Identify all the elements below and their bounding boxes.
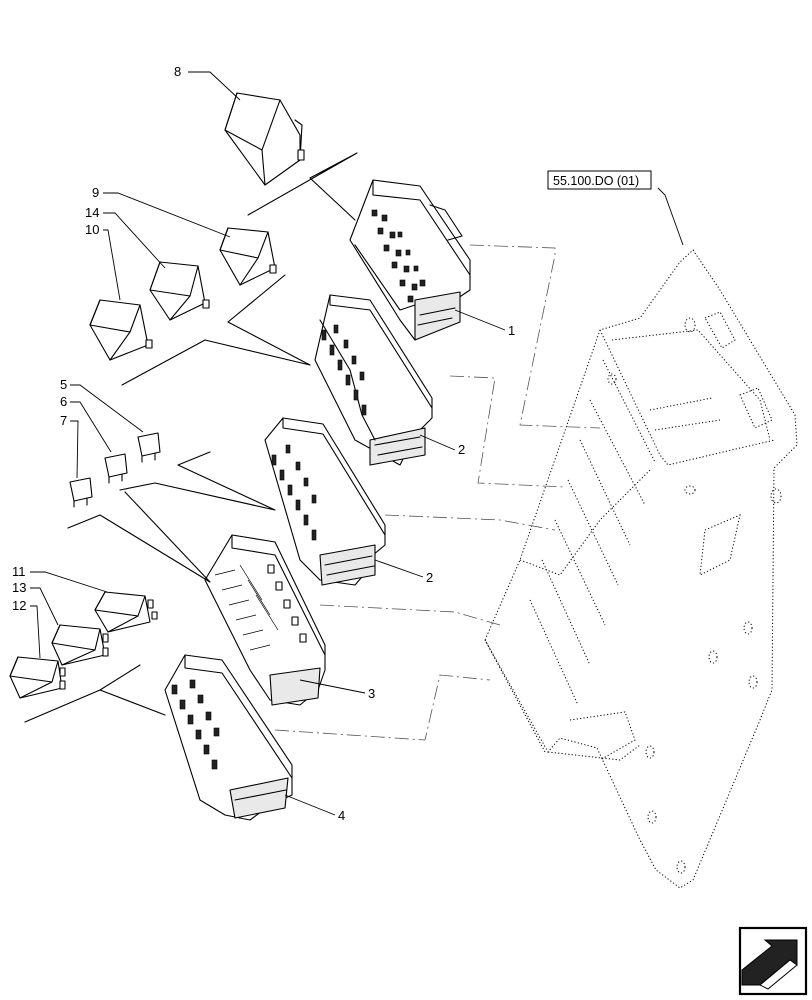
callout-3[interactable]: 3 — [368, 686, 375, 701]
fuse-cavities-4 — [171, 679, 220, 770]
fuse-box-1 — [349, 179, 471, 341]
relay-10 — [89, 299, 153, 361]
relay-12 — [9, 656, 66, 699]
fuse-box-2-lower — [264, 417, 386, 586]
callout-4[interactable]: 4 — [338, 808, 345, 823]
callout-1[interactable]: 1 — [508, 323, 515, 338]
fuse-box-4 — [164, 654, 293, 821]
relay-13 — [51, 624, 109, 666]
fuse-slots-3 — [214, 564, 307, 651]
callout-11[interactable]: 11 — [12, 564, 26, 579]
callout-2b[interactable]: 2 — [426, 570, 433, 585]
callout-10[interactable]: 10 — [85, 222, 99, 237]
callout-2a[interactable]: 2 — [458, 442, 465, 457]
relay-11 — [94, 591, 158, 633]
relay-9 — [219, 227, 277, 286]
fuse-5 — [137, 432, 161, 463]
carrier-plate — [484, 249, 798, 889]
callout-14[interactable]: 14 — [85, 205, 99, 220]
arrow-icon[interactable] — [738, 926, 808, 996]
callout-6[interactable]: 6 — [60, 394, 67, 409]
relay-8 — [224, 92, 305, 186]
callout-5[interactable]: 5 — [60, 377, 67, 392]
fuse-cavities-2b — [271, 444, 317, 541]
fuse-7 — [69, 477, 93, 508]
fuse-box-3 — [204, 534, 326, 706]
reference-link[interactable]: 55.100.DO (01) — [547, 170, 652, 190]
fuse-cavity-grid — [371, 209, 426, 303]
relay-14 — [149, 261, 210, 321]
fuse-box-2-upper — [314, 294, 433, 466]
callout-8[interactable]: 8 — [174, 64, 181, 79]
callout-9[interactable]: 9 — [92, 185, 99, 200]
callout-12[interactable]: 12 — [12, 598, 26, 613]
alignment-lines — [274, 244, 601, 741]
reference-label[interactable]: 55.100.DO (01) — [553, 174, 639, 188]
callout-13[interactable]: 13 — [12, 580, 26, 595]
fuse-6 — [104, 453, 128, 484]
assembly-lines — [24, 152, 358, 723]
callout-7[interactable]: 7 — [60, 413, 67, 428]
callout-labels: 1 2 2 3 4 5 6 7 8 9 10 11 12 13 14 — [12, 64, 515, 823]
fuse-cavities-2a — [321, 324, 367, 416]
callout-leaders — [30, 71, 684, 816]
